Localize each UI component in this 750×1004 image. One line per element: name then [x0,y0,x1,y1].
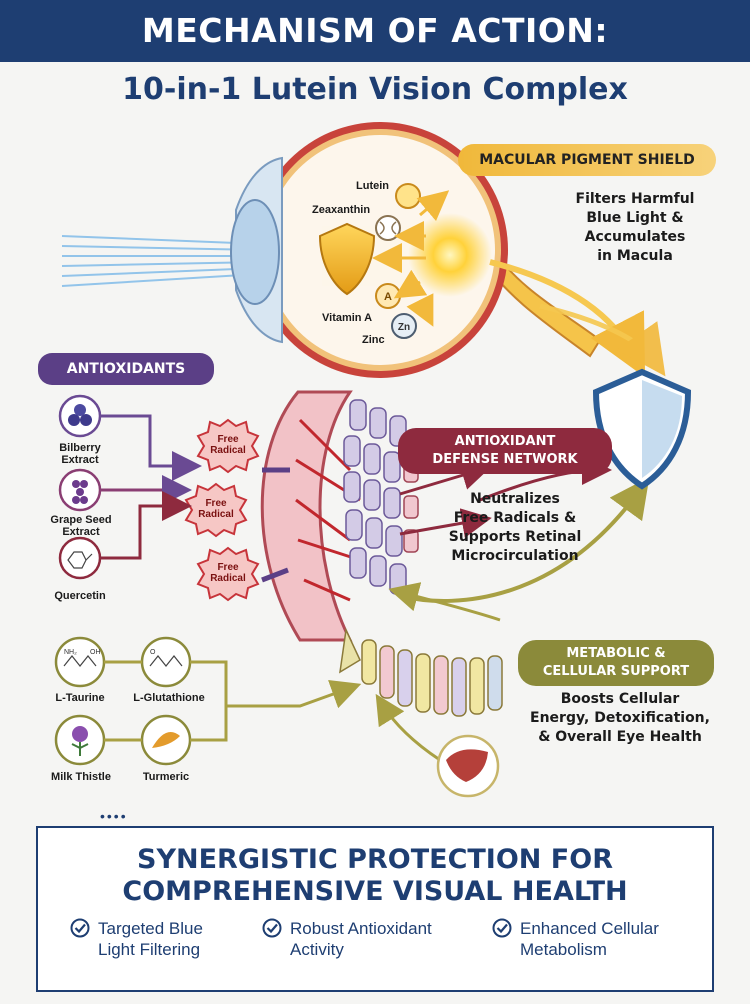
l-glutathione-label: L-Glutathione [133,692,205,704]
macula-glow [408,213,492,297]
macular-pigment-shield-label: MACULAR PIGMENT SHIELD [458,144,716,176]
lutein-icon [395,183,421,209]
summary-box: SYNERGISTIC PROTECTION FOR COMPREHENSIVE… [36,826,714,992]
zinc-letter: Zn [398,322,410,333]
defense-label-line-1: ANTIOXIDANT [454,434,556,449]
metabolic-desc-line-2: Energy, Detoxification, [530,710,710,726]
bilberry-label: Bilberry Extract [40,442,120,466]
antioxidants-label: ANTIOXIDANTS [38,353,214,385]
l-taurine-label: L-Taurine [55,692,105,704]
fr1-line-2: Radical [210,445,246,456]
grape-seed-label: Grape Seed Extract [36,514,126,538]
macular-desc-line-4: in Macula [597,248,673,264]
macular-desc-line-2: Blue Light & [586,210,684,226]
quercetin-label: Quercetin [54,590,106,602]
bilberry-line-2: Extract [61,454,99,466]
photoreceptor-cells [339,627,503,717]
benefit-3-line-2: Metabolism [520,940,607,959]
grape-line-1: Grape Seed [50,514,112,526]
vitamin-a-label: Vitamin A [322,312,373,324]
benefit-antioxidant: Robust Antioxidant Activity [262,918,432,960]
metabolic-label-line-2: CELLULAR SUPPORT [542,664,690,679]
metabolic-icons [54,636,192,766]
liver-icon [446,749,488,782]
oh-label: OH [90,649,101,656]
defense-desc-line-1: Neutralizes [470,491,560,507]
summary-title-line-1: SYNERGISTIC PROTECTION FOR [137,844,613,875]
bilberry-line-1: Bilberry [59,442,101,454]
check-circle-icon [70,918,90,938]
nh2-label: NH₂ [64,649,77,656]
benefit-1-line-2: Light Filtering [98,940,201,959]
milk-thistle-label: Milk Thistle [51,771,111,783]
zinc-label: Zinc [362,334,385,346]
defense-desc-line-4: Microcirculation [451,548,579,564]
page-subtitle: 10-in-1 Lutein Vision Complex [122,72,628,107]
benefit-blue-light: Targeted Blue Light Filtering [70,918,203,960]
metabolic-description: Boosts Cellular Energy, Detoxification, … [510,690,730,747]
fr2-line-2: Radical [198,509,234,520]
check-circle-icon [262,918,282,938]
page-title: MECHANISM OF ACTION: [141,11,609,50]
fr3-line-1: Free [217,562,239,573]
macular-desc-line-1: Filters Harmful [575,191,695,207]
defense-desc-line-2: Free Radicals & [453,510,577,526]
metabolic-desc-line-1: Boosts Cellular [560,691,680,707]
header-banner: MECHANISM OF ACTION: [0,0,750,62]
antioxidant-defense-network-label: ANTIOXIDANT DEFENSE NETWORK [398,428,612,474]
fr3-line-2: Radical [210,573,246,584]
zeaxanthin-label: Zeaxanthin [312,204,371,216]
check-circle-icon [492,918,512,938]
turmeric-label: Turmeric [142,771,190,783]
defense-label-line-2: DEFENSE NETWORK [432,452,578,467]
lutein-label: Lutein [356,180,389,192]
decorative-dots-top: •••• [100,808,128,824]
macular-desc-line-3: Accumulates [584,229,686,245]
metabolic-desc-line-3: & Overall Eye Health [538,729,702,745]
defense-description: Neutralizes Free Radicals & Supports Ret… [420,490,610,566]
grape-line-2: Extract [62,526,100,538]
benefit-3-line-1: Enhanced Cellular [520,919,659,938]
benefit-1-line-1: Targeted Blue [98,919,203,938]
vitamin-a-letter: A [384,291,392,303]
fr2-line-1: Free [205,498,227,509]
benefit-metabolism: Enhanced Cellular Metabolism [492,918,659,960]
summary-title: SYNERGISTIC PROTECTION FOR COMPREHENSIVE… [38,844,712,908]
benefit-2-line-2: Activity [290,940,344,959]
free-radical-bursts [184,418,260,602]
summary-title-line-2: COMPREHENSIVE VISUAL HEALTH [122,876,628,907]
dna-icon [375,215,401,241]
o-label: O [150,649,156,656]
defense-desc-line-3: Supports Retinal [448,529,582,545]
macular-description: Filters Harmful Blue Light & Accumulates… [540,190,730,266]
fr1-line-1: Free [217,434,239,445]
antioxidant-icons [58,394,102,580]
benefit-2-line-1: Robust Antioxidant [290,919,432,938]
metabolic-label-line-1: METABOLIC & [566,646,666,661]
retina-cross-section [260,390,419,642]
metabolic-cellular-support-label: METABOLIC & CELLULAR SUPPORT [518,640,714,686]
